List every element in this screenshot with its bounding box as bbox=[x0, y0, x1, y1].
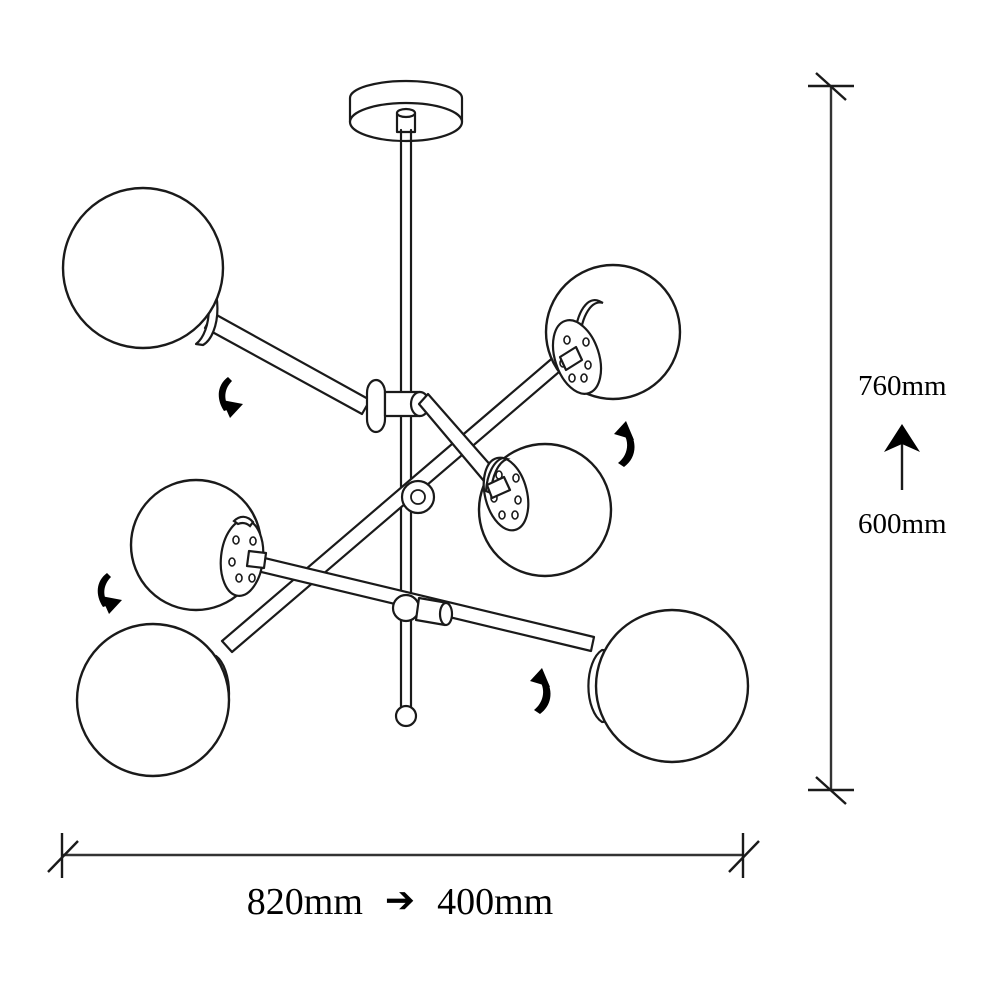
globe-lower-left bbox=[75, 622, 231, 778]
dimension-label-width-secondary: 400mm bbox=[437, 881, 554, 923]
arm-upper bbox=[203, 311, 431, 434]
globe-upper-right bbox=[544, 263, 682, 401]
dimension-label-height-min: 600mm bbox=[858, 508, 947, 540]
globe-upper-left bbox=[61, 186, 225, 350]
ceiling-canopy bbox=[348, 79, 464, 143]
rotation-marker-upper-left bbox=[218, 377, 243, 418]
rotation-marker-lower-left bbox=[97, 573, 122, 614]
globe-middle-left bbox=[129, 478, 268, 612]
arm-lower bbox=[247, 553, 596, 653]
dimension-line-horizontal bbox=[47, 833, 760, 878]
rotation-marker-upper-right bbox=[614, 421, 635, 467]
central-rod bbox=[394, 128, 418, 728]
globe-lower-right bbox=[587, 608, 750, 764]
dimension-label-height-max: 760mm bbox=[858, 370, 947, 402]
globe-middle-right bbox=[477, 442, 613, 578]
rotation-marker-lower-right bbox=[530, 668, 551, 714]
right-arrow-icon: ➔ bbox=[384, 880, 416, 920]
dimension-height-arrow-icon bbox=[884, 424, 920, 490]
dimension-label-width-row: 820mm ➔ 400mm bbox=[60, 880, 740, 924]
dimension-line-vertical bbox=[808, 72, 854, 805]
dimension-label-width-overall: 820mm bbox=[246, 881, 363, 923]
